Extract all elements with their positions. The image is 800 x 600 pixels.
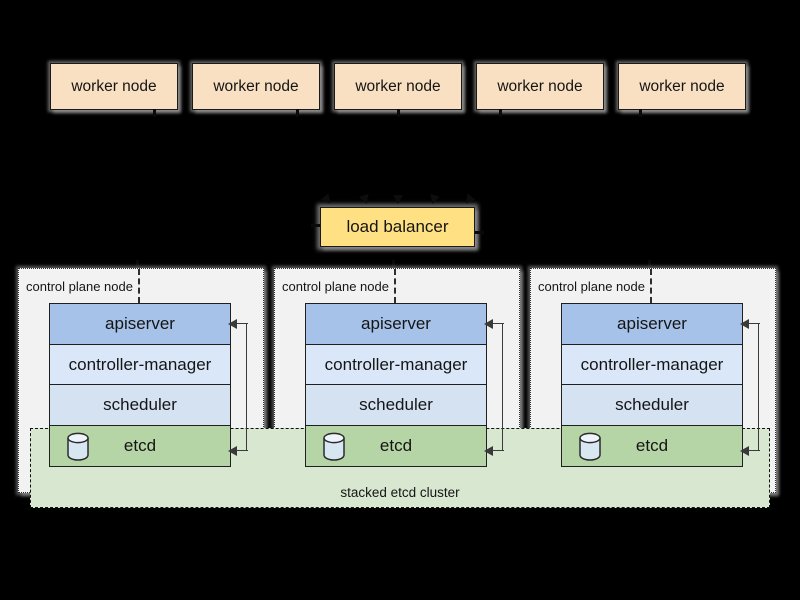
controller-manager-box: controller-manager (561, 343, 743, 386)
database-cylinder-icon (323, 432, 345, 461)
arrowhead-into-etcd (740, 446, 749, 456)
control-plane-component-stack: apiserver controller-manager scheduler e… (305, 303, 487, 467)
arrow-line (237, 450, 248, 451)
controller-manager-box: controller-manager (49, 343, 231, 386)
worker-node-box: worker node (192, 63, 320, 110)
arrowhead-into-apiserver (228, 319, 237, 329)
arrow-line (237, 323, 248, 324)
control-plane-node-box: control plane node apiserver controller-… (530, 268, 776, 493)
apiserver-box: apiserver (561, 303, 743, 345)
worker-connector-line (153, 109, 156, 117)
worker-node-label: worker node (497, 77, 583, 95)
load-balancer-side-connector (311, 224, 320, 227)
apiserver-box: apiserver (49, 303, 231, 345)
worker-node-label: worker node (71, 77, 157, 95)
controller-manager-label: controller-manager (68, 354, 212, 374)
load-balancer-label: load balancer (346, 217, 449, 236)
etcd-box: etcd (561, 424, 743, 467)
control-plane-node-box: control plane node apiserver controller-… (18, 268, 264, 493)
arrowhead-into-etcd (228, 446, 237, 456)
arrow-line (246, 323, 247, 450)
worker-node-label: worker node (639, 77, 725, 95)
scheduler-box: scheduler (49, 384, 231, 427)
controller-manager-label: controller-manager (324, 354, 468, 374)
arrow-line (493, 450, 504, 451)
arrow-line (749, 450, 760, 451)
worker-node-box: worker node (50, 63, 178, 110)
arrowhead-into-etcd (484, 446, 493, 456)
lb-connector-line (648, 260, 651, 268)
worker-node-box: worker node (334, 63, 462, 110)
control-plane-component-stack: apiserver controller-manager scheduler e… (561, 303, 743, 467)
stacked-etcd-cluster-label: stacked etcd cluster (340, 485, 460, 500)
worker-node-box: worker node (476, 63, 604, 110)
scheduler-box: scheduler (305, 384, 487, 427)
control-plane-node-label: control plane node (26, 279, 133, 294)
etcd-label: etcd (635, 435, 669, 455)
control-plane-node-box: control plane node apiserver controller-… (274, 268, 520, 493)
scheduler-label: scheduler (103, 395, 177, 415)
arrow-line (758, 323, 759, 450)
etcd-label: etcd (123, 435, 157, 455)
lb-to-apiserver-dashed-line (138, 269, 140, 303)
controller-manager-box: controller-manager (305, 343, 487, 386)
lb-to-apiserver-dashed-line (394, 269, 396, 303)
arrowhead-into-apiserver (484, 319, 493, 329)
lb-connector-line (136, 260, 139, 268)
arrowhead-into-apiserver (740, 319, 749, 329)
worker-connector-line (499, 109, 502, 117)
worker-connector-line (397, 109, 400, 117)
apiserver-label: apiserver (617, 314, 687, 333)
controller-manager-label: controller-manager (580, 354, 724, 374)
lb-connector-line (392, 260, 395, 268)
load-balancer-side-connector (475, 231, 484, 234)
worker-node-label: worker node (355, 77, 441, 95)
scheduler-label: scheduler (359, 395, 433, 415)
control-plane-component-stack: apiserver controller-manager scheduler e… (49, 303, 231, 467)
control-plane-node-label: control plane node (282, 279, 389, 294)
etcd-label: etcd (379, 435, 413, 455)
apiserver-label: apiserver (361, 314, 431, 333)
apiserver-box: apiserver (305, 303, 487, 345)
load-balancer-box: load balancer (320, 207, 475, 247)
scheduler-label: scheduler (615, 395, 689, 415)
worker-node-box: worker node (618, 63, 746, 110)
worker-node-label: worker node (213, 77, 299, 95)
arrow-line (493, 323, 504, 324)
control-plane-node-label: control plane node (538, 279, 645, 294)
etcd-box: etcd (49, 424, 231, 467)
arrow-line (749, 323, 760, 324)
worker-connector-line (296, 109, 299, 117)
database-cylinder-icon (579, 432, 601, 461)
scheduler-box: scheduler (561, 384, 743, 427)
etcd-box: etcd (305, 424, 487, 467)
database-cylinder-icon (67, 432, 89, 461)
arrow-line (502, 323, 503, 450)
worker-connector-line (639, 109, 642, 117)
apiserver-label: apiserver (105, 314, 175, 333)
arrowhead-into-load-balancer (393, 195, 403, 209)
lb-to-apiserver-dashed-line (650, 269, 652, 303)
